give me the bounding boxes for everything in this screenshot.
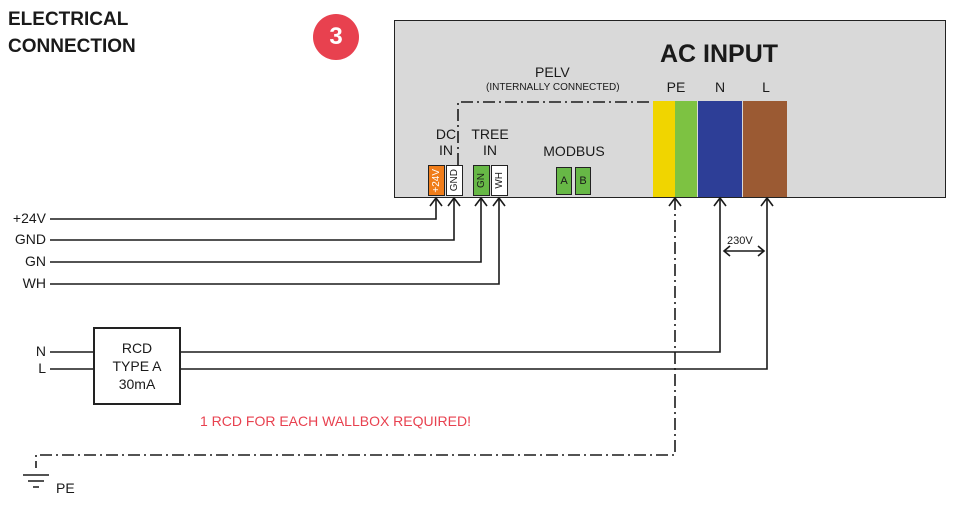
terminal-gnd: GND [446,165,463,196]
wire-24v [50,198,437,220]
pe-terminal-label: PE [666,79,686,95]
rcd-line-1: RCD [121,340,153,356]
wire-wh [50,198,500,285]
wire-gnd [50,198,455,241]
arrow-gn [474,196,488,207]
wire-l [50,198,768,370]
arrow-24v [429,196,443,207]
voltage-arrow [722,245,766,257]
wire-gn [50,198,482,263]
terminal-wh: WH [491,165,508,196]
rcd-box: RCD TYPE A 30mA [93,327,181,405]
wire-label-wh: WH [22,275,46,291]
wire-label-gn: GN [25,253,46,269]
dc-in-line-1: DC [435,126,457,142]
wire-label-n: N [35,343,46,359]
pe-wire [35,198,676,468]
modbus-label: MODBUS [543,143,605,159]
arrow-wh [492,196,506,207]
pelv-label: PELV [535,64,570,80]
dc-in-line-2: IN [439,142,453,158]
voltage-label: 230V [727,235,753,247]
title-line-2: CONNECTION [8,36,136,57]
l-terminal-block [743,101,787,197]
page-title: ELECTRICAL CONNECTION [8,6,136,60]
tree-in-label: TREE IN [466,126,514,158]
rcd-line-2: TYPE A [112,358,162,374]
dc-in-label: DC IN [428,126,464,158]
ground-symbol [23,474,49,488]
pe-terminal-block [653,101,697,197]
wire-label-l: L [38,360,46,376]
terminal-modbus-b: B [575,167,591,195]
pelv-note: (INTERNALLY CONNECTED) [486,82,620,93]
rcd-warning: 1 RCD FOR EACH WALLBOX REQUIRED! [200,413,471,429]
ac-input-title: AC INPUT [660,40,779,68]
terminal-modbus-a: A [556,167,572,195]
pelv-link [457,101,653,165]
tree-in-line-2: IN [483,142,497,158]
wire-label-24v: +24V [12,210,46,226]
wire-n [50,198,721,353]
n-terminal-block [698,101,742,197]
l-terminal-label: L [762,79,770,95]
rcd-line-3: 30mA [118,376,156,392]
title-line-1: ELECTRICAL [8,9,129,30]
arrow-n [713,196,727,207]
terminal-gn: GN [473,165,490,196]
terminal-24v: +24V [428,165,445,196]
pe-ground-label: PE [56,480,75,496]
wire-label-gnd: GND [14,231,46,247]
arrow-gnd [447,196,461,207]
tree-in-line-1: TREE [471,126,509,142]
arrow-l [760,196,774,207]
step-badge: 3 [313,14,359,60]
n-terminal-label: N [714,79,726,95]
